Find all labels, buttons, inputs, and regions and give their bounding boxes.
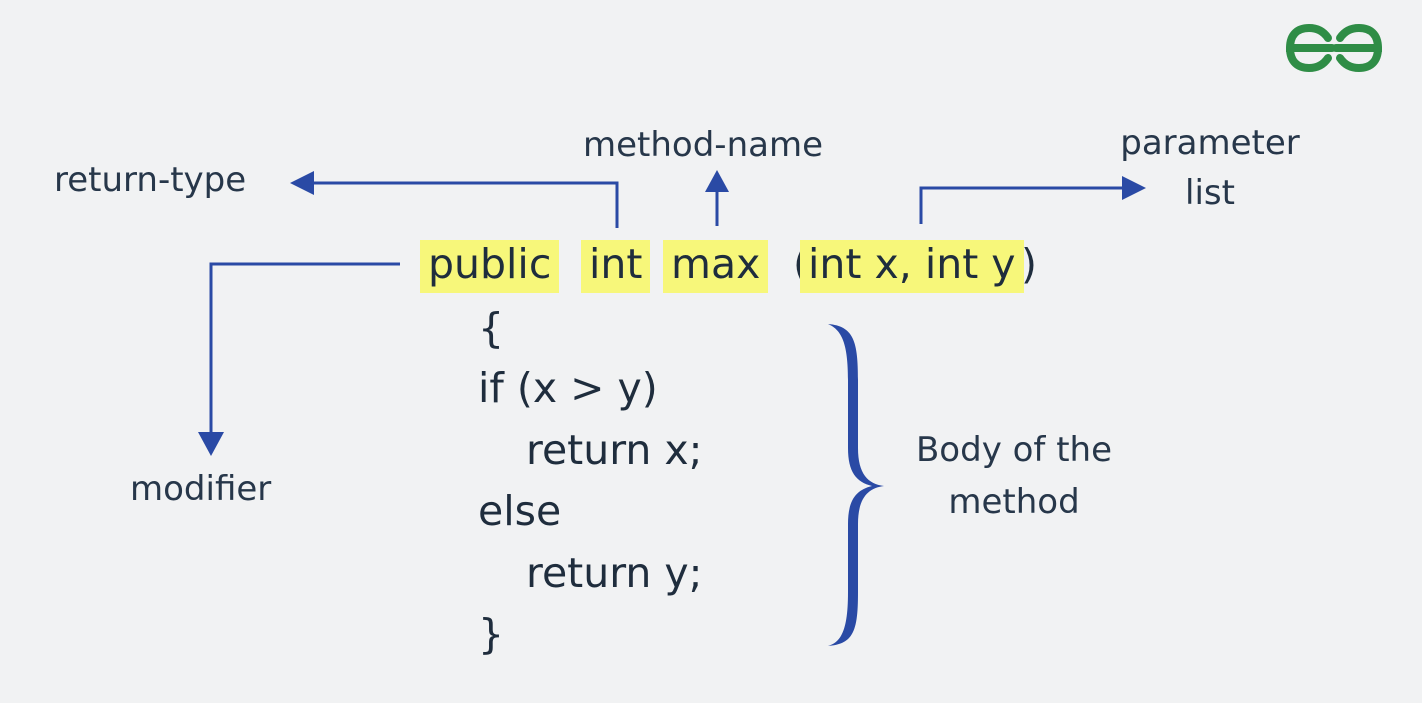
geeksforgeeks-logo-icon: [1285, 23, 1383, 73]
close-brace: }: [478, 610, 505, 658]
body-label-line2: method: [948, 482, 1080, 522]
return-type-token: int: [581, 240, 651, 293]
modifier-arrow: [209, 262, 400, 434]
return-type-label: return-type: [54, 160, 247, 200]
parameter-list-arrow: [919, 186, 1124, 224]
return-type-arrow: [312, 181, 619, 228]
if-line: if (x > y): [478, 364, 658, 412]
return-x-line: return x;: [526, 426, 703, 474]
parameters-token: int x, int y: [800, 240, 1024, 293]
else-line: else: [478, 487, 562, 535]
modifier-arrowhead: [198, 432, 224, 456]
open-brace: {: [478, 304, 505, 352]
return-type-arrowhead: [290, 171, 314, 195]
body-brace: [828, 324, 884, 646]
parameter-list-label-line2: list: [1185, 173, 1235, 213]
parameter-list-label-line1: parameter: [1120, 123, 1300, 163]
close-paren: ): [1021, 240, 1037, 288]
parameter-list-arrowhead: [1122, 176, 1146, 200]
modifier-token: public: [420, 240, 560, 293]
return-y-line: return y;: [526, 549, 703, 597]
method-name-token: max: [663, 240, 769, 293]
modifier-label: modifier: [130, 469, 272, 509]
method-name-label: method-name: [583, 125, 823, 165]
method-name-arrowhead: [705, 170, 729, 192]
body-label-line1: Body of the: [915, 430, 1112, 470]
